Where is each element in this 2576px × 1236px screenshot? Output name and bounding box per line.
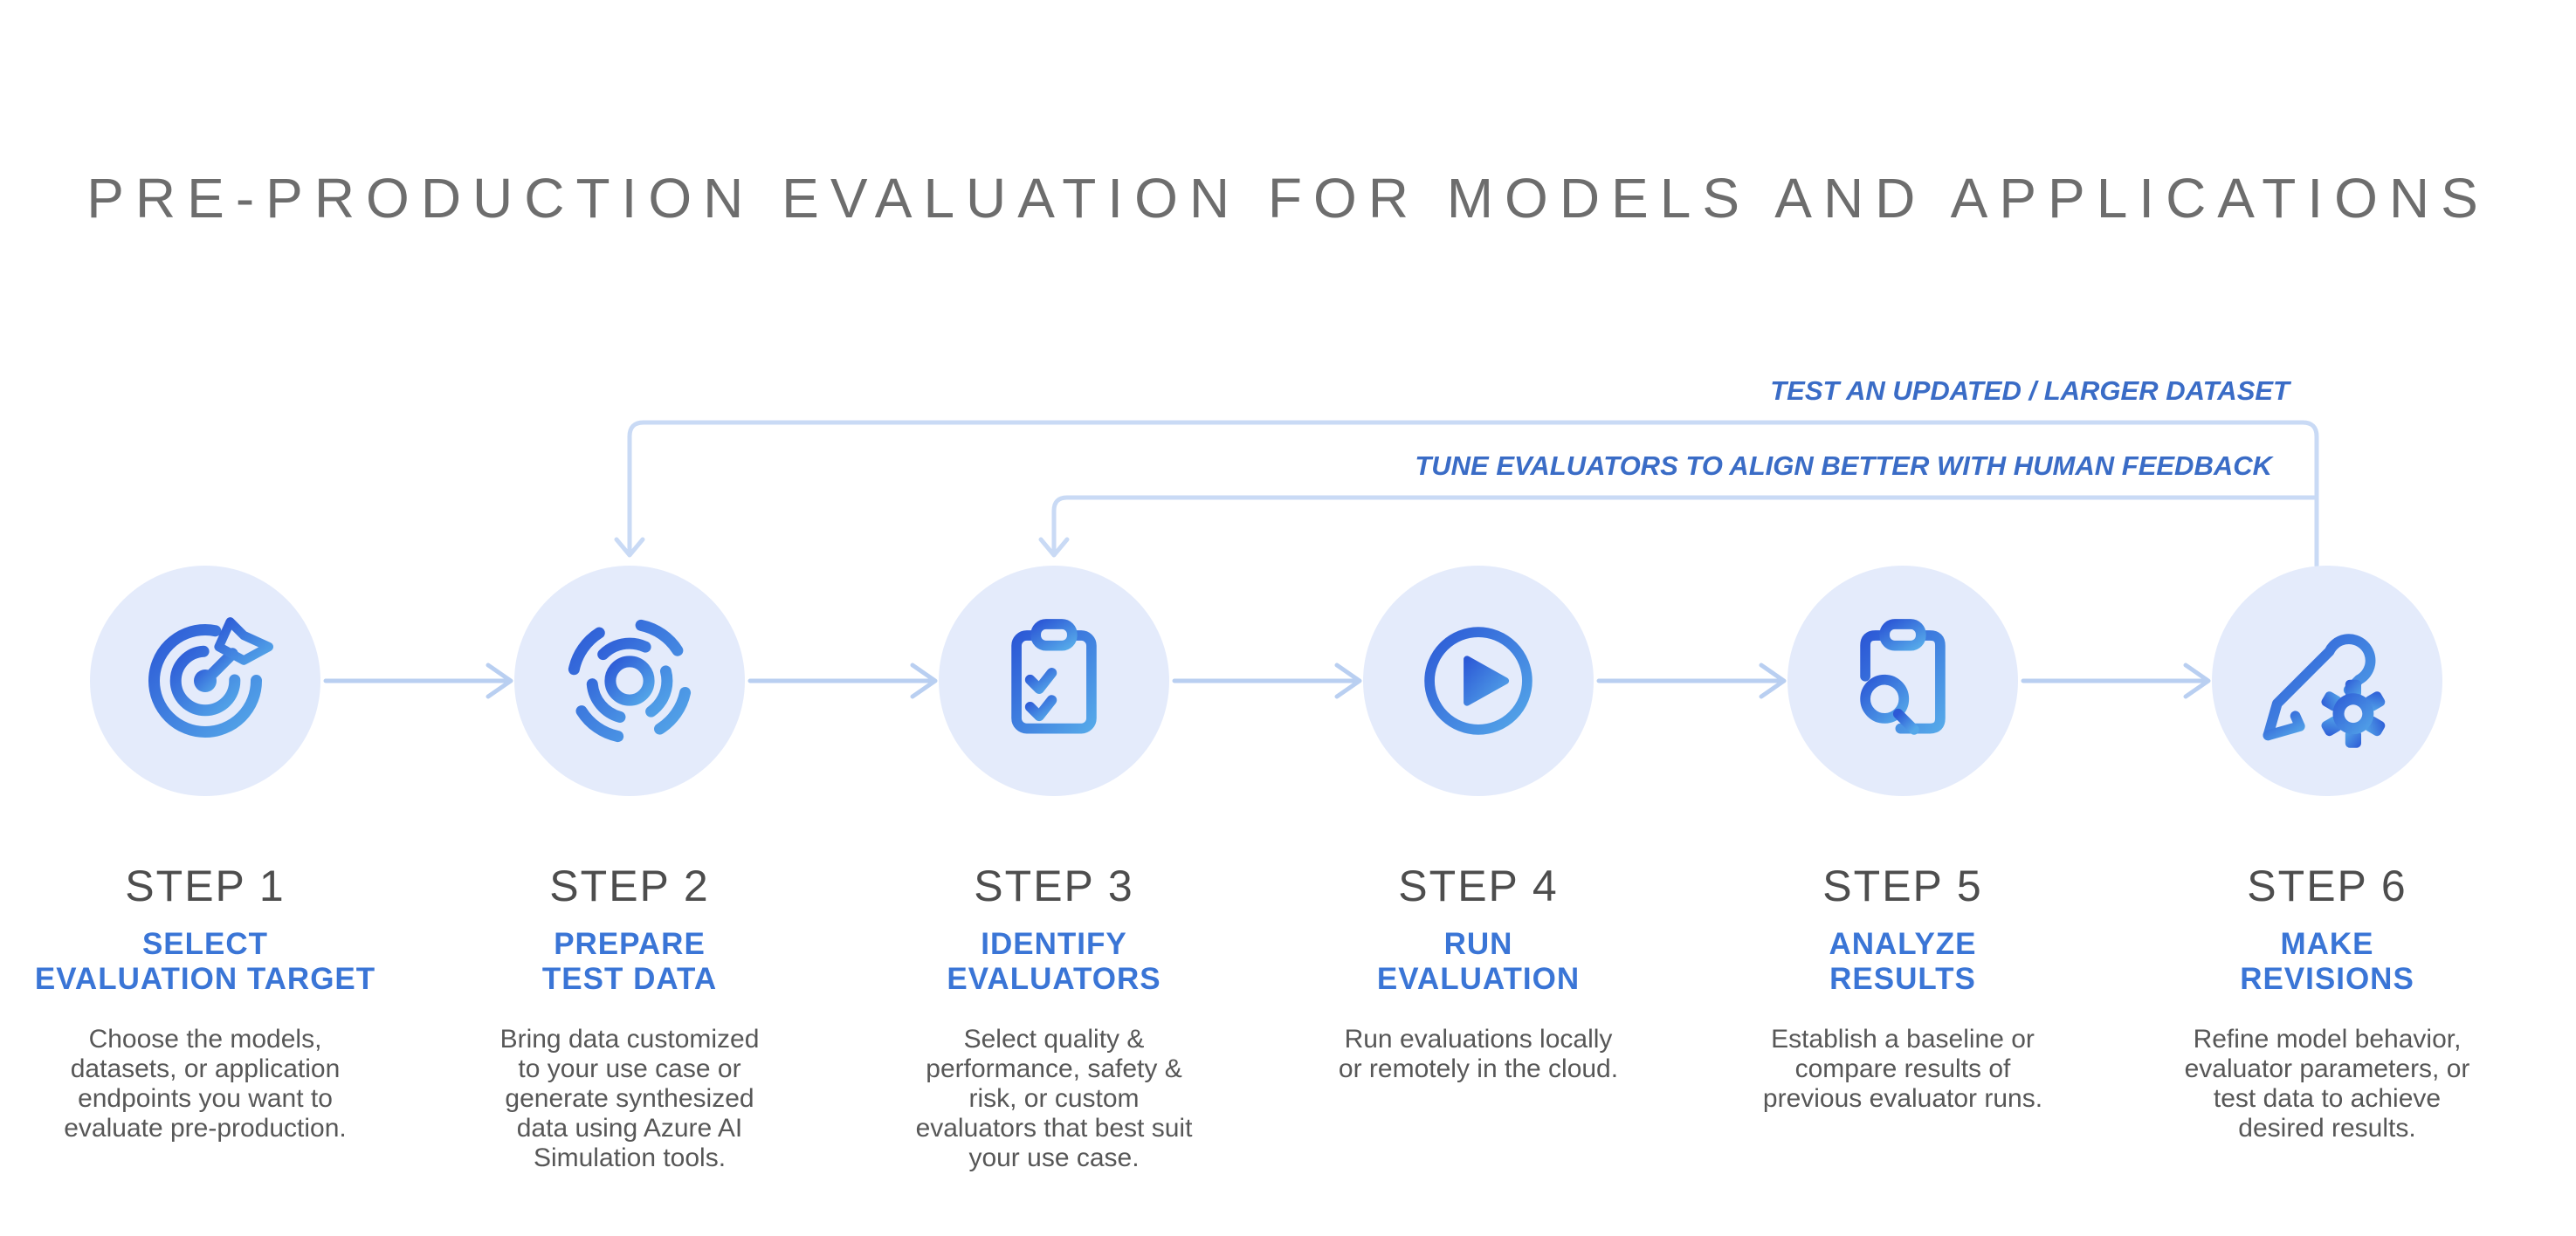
step-1-column: STEP 1 SELECT EVALUATION TARGET Choose t… [0,566,410,1143]
step-1-bubble [90,566,320,796]
step-connector-arrows [323,663,2211,699]
step-1-description: Choose the models, datasets, or applicat… [64,1025,347,1143]
step-6-column: STEP 6 MAKE REVISIONS Refine model behav… [2122,566,2532,1143]
step-6-title: STEP 6 [2247,862,2407,910]
step-3-heading: IDENTIFY EVALUATORS [947,927,1161,996]
step-4-title: STEP 4 [1398,862,1559,910]
step-2-column: STEP 2 PREPARE TEST DATA Bring data cust… [424,566,835,1173]
step-4-column: STEP 4 RUN EVALUATION Run evaluations lo… [1273,566,1684,1084]
step-6-description: Refine model behavior, evaluator paramet… [2184,1025,2470,1143]
step-1-heading: SELECT EVALUATION TARGET [34,927,376,996]
step-5-title: STEP 5 [1822,862,1983,910]
data-pulse-icon [567,618,692,744]
feedback-label-dataset: TEST AN UPDATED / LARGER DATASET [1770,375,2290,406]
feedback-loop-dataset-arrow [614,420,2319,568]
checklist-clipboard-icon [1011,619,1097,734]
step-6-heading: MAKE REVISIONS [2240,927,2414,996]
step-3-description: Select quality & performance, safety & r… [915,1025,1193,1172]
step-4-heading: RUN EVALUATION [1376,927,1581,996]
step-6-bubble [2212,566,2442,796]
search-clipboard-icon [1860,619,1946,735]
target-dart-icon [148,617,273,738]
feedback-label-evaluators: TUNE EVALUATORS TO ALIGN BETTER WITH HUM… [1415,450,2272,481]
page-title: PRE-PRODUCTION EVALUATION FOR MODELS AND… [86,167,2490,230]
step-4-bubble [1363,566,1594,796]
play-circle-icon [1424,627,1533,735]
step-3-column: STEP 3 IDENTIFY EVALUATORS Select qualit… [849,566,1259,1173]
feedback-loop-evaluators-arrow [1038,495,2319,558]
step-5-description: Establish a baseline or compare results … [1762,1025,2043,1113]
step-5-heading: ANALYZE RESULTS [1829,927,1977,996]
step-2-title: STEP 2 [549,862,710,910]
edit-gear-icon [2263,634,2386,748]
step-3-bubble [939,566,1169,796]
step-2-heading: PREPARE TEST DATA [541,927,718,996]
step-2-bubble [514,566,745,796]
step-1-title: STEP 1 [125,862,286,910]
step-5-column: STEP 5 ANALYZE RESULTS Establish a basel… [1698,566,2108,1114]
step-3-title: STEP 3 [974,862,1134,910]
step-4-description: Run evaluations locally or remotely in t… [1338,1025,1619,1083]
step-5-bubble [1787,566,2018,796]
step-2-description: Bring data customized to your use case o… [499,1025,760,1172]
